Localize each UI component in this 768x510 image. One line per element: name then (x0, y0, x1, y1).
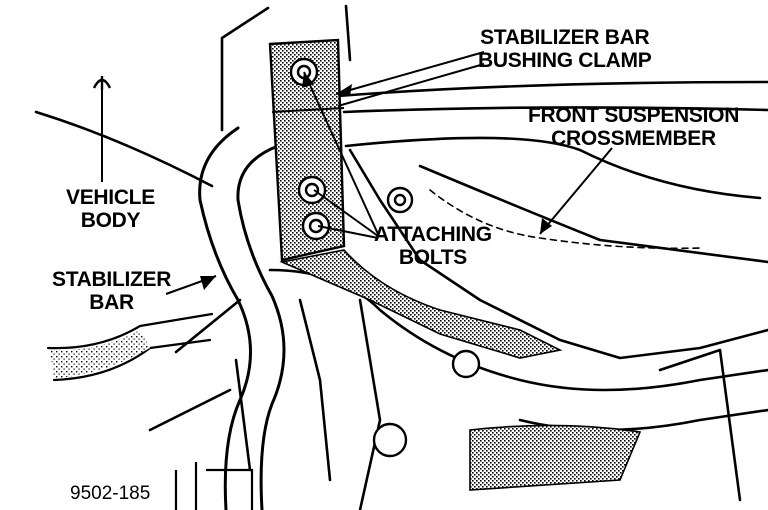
leader-bolts-upper (303, 71, 379, 235)
leader-bolts-mid (313, 189, 379, 237)
label-stabilizer-bar-line2: BAR (89, 291, 134, 314)
arrow-clamp (336, 84, 352, 96)
label-crossmember-line2: CROSSMEMBER (551, 127, 716, 150)
label-crossmember-line1: FRONT SUSPENSION (528, 104, 740, 127)
shadow-link-left (50, 330, 150, 378)
frame-hole-2 (372, 422, 408, 458)
label-bushing-clamp-line1: STABILIZER BAR (480, 26, 650, 49)
vehicle-body-upper-panel (220, 4, 352, 132)
crossmember-upper-line (342, 106, 768, 114)
label-bushing-clamp-line2: BUSHING CLAMP (478, 49, 652, 72)
frame-rail-lower-2 (298, 298, 382, 510)
stabilizer-bar-left-edge (198, 126, 252, 510)
crossmember-top-edge (336, 80, 768, 98)
frame-left-panel (148, 298, 252, 472)
stabilizer-bar-right-edge (236, 144, 286, 510)
label-crossmember: FRONT SUSPENSION CROSSMEMBER (528, 104, 739, 150)
crossmember-mid-line (418, 164, 768, 264)
leader-bolts-lower (317, 225, 379, 239)
bottom-bracket (174, 462, 254, 510)
body-arrow-icon (92, 76, 112, 90)
leader-clamp (335, 51, 485, 95)
shadow-under-clamp (279, 249, 563, 359)
crossmember-dash-line (429, 189, 701, 250)
label-vehicle-body-line1: VEHICLE (66, 186, 155, 209)
frame-hole-1 (451, 349, 481, 379)
crossmember-inner-edge (348, 148, 768, 360)
shadow-lower-right (469, 424, 642, 491)
leader-clamp-2 (337, 63, 485, 107)
label-attaching-bolts-line2: BOLTS (398, 246, 467, 269)
leader-crossmember (539, 147, 613, 235)
label-stabilizer-bar: STABILIZER BAR (52, 268, 171, 314)
label-vehicle-body-line2: BODY (80, 209, 141, 232)
label-stabilizer-bar-line1: STABILIZER (52, 268, 172, 291)
label-bushing-clamp: STABILIZER BAR BUSHING CLAMP (478, 26, 652, 72)
arrow-bolts (302, 72, 314, 88)
bushing-clamp (268, 38, 346, 262)
vehicle-body-outline (34, 110, 214, 188)
label-attaching-bolts-line1: ATTACHING (374, 223, 492, 246)
arrow-bar (200, 276, 216, 290)
arrow-crossmember (540, 218, 552, 234)
stabilizer-link (46, 312, 214, 382)
figure-number: 9502-185 (70, 483, 151, 504)
crossmember-lower-line (344, 136, 762, 200)
label-vehicle-body: VEHICLE BODY (66, 186, 155, 232)
label-attaching-bolts: ATTACHING BOLTS (374, 223, 492, 269)
